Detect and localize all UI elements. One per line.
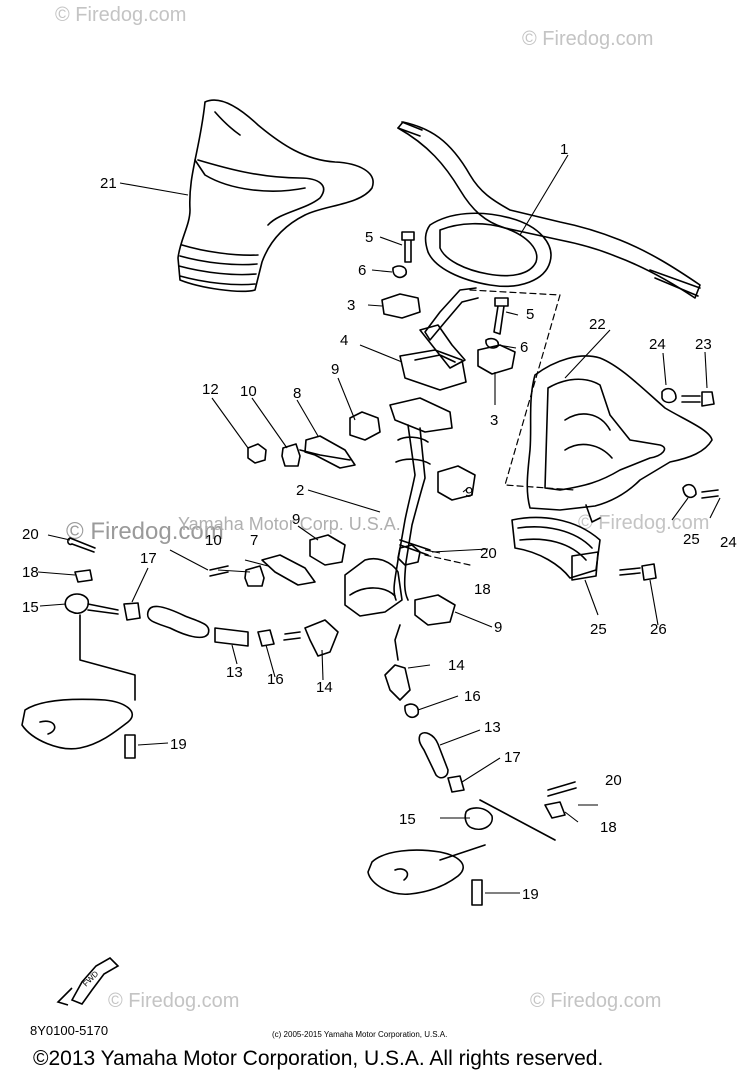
bushing-part: [309, 411, 476, 626]
callout-number: 16: [464, 688, 481, 705]
callout-number: 10: [240, 383, 257, 400]
callout-number: 13: [226, 664, 243, 681]
watermark: © Firedog.com: [55, 4, 187, 26]
callout-number: 26: [650, 621, 667, 638]
callout-number: 19: [170, 736, 187, 753]
callout-number: 1: [560, 141, 569, 158]
callout-number: 23: [695, 336, 712, 353]
callout-number: 20: [605, 772, 622, 789]
tie-rod-left-part: [64, 565, 339, 701]
callout-number: 18: [22, 564, 39, 581]
bolt-part: [392, 231, 509, 349]
bracket-plate-part: [526, 355, 713, 523]
callout-number: 9: [494, 619, 503, 636]
callout-number: 20: [480, 545, 497, 562]
watermark: © Firedog.com: [522, 28, 654, 50]
handlebar-part: [397, 121, 701, 369]
callout-number: 20: [22, 526, 39, 543]
watermark: © Firedog.com: [578, 512, 710, 534]
watermark-company: Yamaha Motor Corp. U.S.A.: [178, 514, 401, 534]
callout-number: 10: [205, 532, 222, 549]
callout-number: 12: [202, 381, 219, 398]
callout-number: 5: [365, 229, 374, 246]
callout-number: 9: [331, 361, 340, 378]
callout-number: 7: [250, 532, 259, 549]
callout-number: 16: [267, 671, 284, 688]
callout-number: 4: [340, 332, 349, 349]
watermark: © Firedog.com: [66, 518, 224, 545]
bracket-part: [261, 435, 356, 586]
callout-number: 25: [590, 621, 607, 638]
steering-arm-left-part: [21, 698, 136, 759]
guard-part: [511, 516, 601, 581]
callout-number: 9: [465, 484, 474, 501]
diagram-part-code: 8Y0100-5170: [30, 1023, 109, 1038]
callout-number: 2: [296, 482, 305, 499]
callout-number: 15: [399, 811, 416, 828]
callout-number: 3: [490, 412, 499, 429]
callout-number: 17: [140, 550, 157, 567]
callout-number: 24: [649, 336, 666, 353]
tie-rod-right-part: [384, 624, 566, 841]
callout-number: 5: [526, 306, 535, 323]
steering-arm-right-part: [367, 844, 486, 906]
callout-number: 14: [448, 657, 465, 674]
callout-number: 18: [474, 581, 491, 598]
callout-number: 6: [520, 339, 529, 356]
cotter-pin-part: [67, 537, 577, 797]
callout-number: 17: [504, 749, 521, 766]
callout-number: 8: [293, 385, 302, 402]
copyright-small: (c) 2005-2015 Yamaha Motor Corporation, …: [272, 1030, 448, 1039]
copyright-footer: ©2013 Yamaha Motor Corporation, U.S.A. A…: [33, 1047, 604, 1070]
callout-number: 15: [22, 599, 39, 616]
handlebar-cover-part: [177, 99, 374, 293]
callout-number: 14: [316, 679, 333, 696]
callout-number: 9: [292, 511, 301, 528]
callout-number: 3: [347, 297, 356, 314]
callout-number: 25: [683, 531, 700, 548]
callout-number: 6: [358, 262, 367, 279]
callout-number: 13: [484, 719, 501, 736]
forward-arrow-icon: [56, 957, 120, 1006]
callout-number: 18: [600, 819, 617, 836]
watermark: © Firedog.com: [530, 990, 662, 1012]
nut-part: [244, 443, 421, 587]
callout-leaders: [37, 154, 721, 894]
dashed-leader-lines: [424, 289, 576, 566]
callout-number: 22: [589, 316, 606, 333]
watermark: © Firedog.com: [108, 990, 240, 1012]
screw-part: [619, 387, 719, 581]
callout-number: 24: [720, 534, 737, 551]
callout-number: 19: [522, 886, 539, 903]
callout-number: 21: [100, 175, 117, 192]
steering-column-part: [299, 397, 453, 617]
